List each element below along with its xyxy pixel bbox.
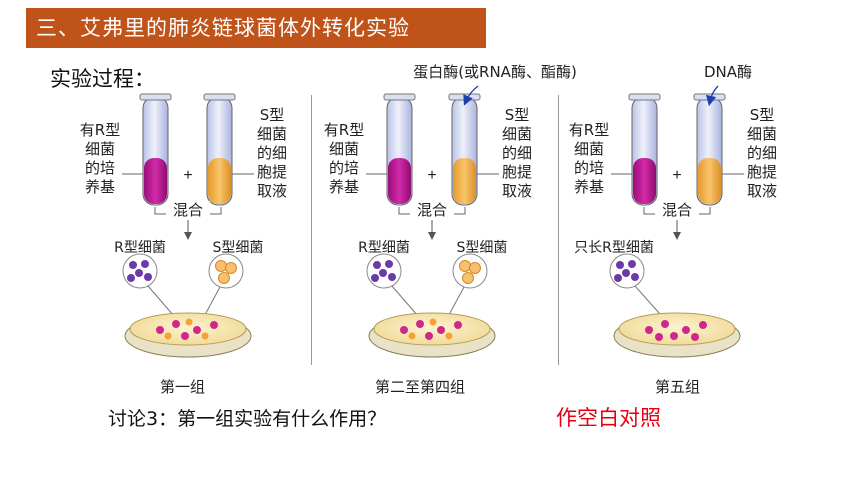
- panel-2-tubes: [366, 85, 499, 240]
- panel-2-petri-dish: [368, 312, 496, 358]
- discussion-answer: 作空白对照: [556, 406, 661, 430]
- panel-3-medium-label: 有R型 细菌 的培 养基: [568, 121, 610, 196]
- panel-3-result-left: 只长R型细菌: [574, 240, 654, 256]
- panel-1-tubes: [122, 93, 254, 240]
- panel-2-plus: +: [427, 167, 436, 184]
- panel-3-group-label: 第五组: [655, 378, 701, 396]
- panel-2-group-label: 第二至第四组: [375, 378, 466, 396]
- section-title: 三、艾弗里的肺炎链球菌体外转化实验: [26, 8, 486, 48]
- panel-3-tubes: [611, 85, 744, 240]
- panel-2-extract-label: S型 细菌 的细 胞提 取液: [501, 106, 532, 200]
- panel-1-medium-label: 有R型 细菌 的培 养基: [79, 121, 121, 196]
- panel-1-bacteria-circles: [122, 253, 244, 325]
- panel-3-petri-dish: [613, 312, 741, 358]
- panel-2-mix-label: 混合: [410, 201, 454, 220]
- panel-3-mix-label: 混合: [655, 201, 699, 220]
- panel-1-petri-dish: [124, 312, 252, 358]
- panel-2-enzyme-label: 蛋白酶(或RNA酶、酯酶): [413, 63, 577, 81]
- panel-1-result-right: S型细菌: [212, 240, 264, 256]
- panel-1-result-left: R型细菌: [114, 240, 166, 256]
- panel-2-medium-label: 有R型 细菌 的培 养基: [323, 121, 365, 196]
- panel-divider: [558, 95, 559, 365]
- panel-1-extract-label: S型 细菌 的细 胞提 取液: [256, 106, 287, 200]
- panel-3-plus: +: [672, 167, 681, 184]
- panel-3-extract-label: S型 细菌 的细 胞提 取液: [746, 106, 777, 200]
- panel-2-result-right: S型细菌: [456, 240, 508, 256]
- panel-2-result-left: R型细菌: [358, 240, 410, 256]
- panel-1-mix-label: 混合: [166, 201, 210, 220]
- panel-3-enzyme-label: DNA酶: [703, 63, 753, 81]
- subtitle: 实验过程：: [50, 67, 155, 91]
- discussion-question: 讨论3：第一组实验有什么作用？: [108, 408, 387, 430]
- panel-2-bacteria-circles: [366, 253, 488, 325]
- panel-divider: [311, 95, 312, 365]
- panel-1-plus: +: [183, 167, 192, 184]
- panel-1-group-label: 第一组: [160, 378, 206, 396]
- panel-3-bacteria-circle: [609, 253, 669, 324]
